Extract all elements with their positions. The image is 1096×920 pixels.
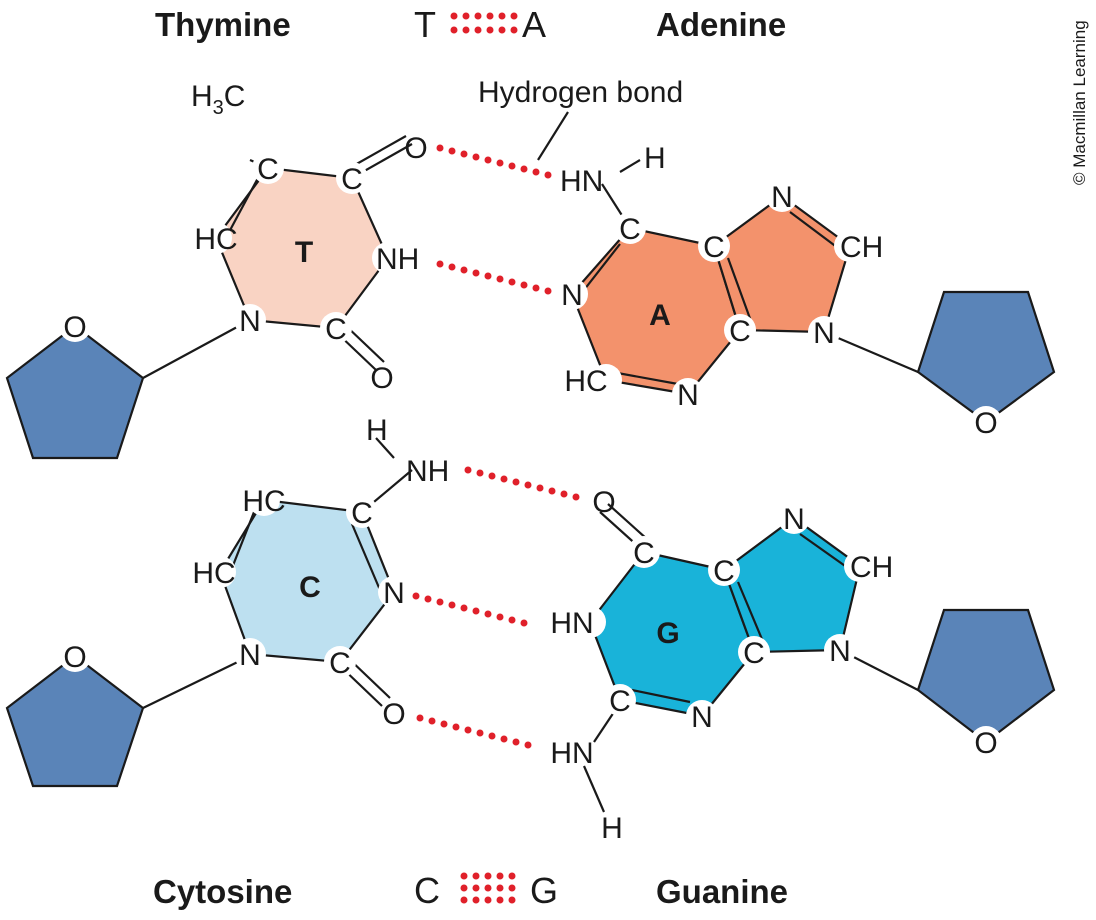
thymine-ring-label: T xyxy=(295,236,313,269)
adenine-n6-h: H xyxy=(644,142,666,175)
guanine-c4: C xyxy=(743,637,765,670)
adenine-n6: HN xyxy=(560,165,603,198)
sugar-oxygen: O xyxy=(63,311,86,344)
adenine-title: Adenine xyxy=(656,6,786,43)
guanine-n1: HN xyxy=(550,607,593,640)
cytosine-n4: NH xyxy=(406,455,449,488)
adenine-c6: C xyxy=(619,213,641,246)
sugar-thymine: O xyxy=(5,310,145,460)
adenine-n1: N xyxy=(561,279,583,312)
guanine-n9: N xyxy=(829,635,851,668)
adenine-c4: C xyxy=(729,315,751,348)
hbond-c-n3-g-n1 xyxy=(412,592,528,627)
adenine-ring-label: A xyxy=(649,299,671,332)
thymine-c5: C xyxy=(257,153,279,186)
guanine-n2-h: H xyxy=(601,812,623,845)
sugar-oxygen: O xyxy=(974,727,997,760)
hydrogen-bond-pointer xyxy=(537,111,569,161)
adenine-n3: N xyxy=(677,379,699,412)
adenine-n9: N xyxy=(813,317,835,350)
guanine-ring-label: G xyxy=(656,617,679,650)
guanine-title: Guanine xyxy=(656,873,788,910)
guanine-n2: HN xyxy=(550,737,593,770)
guanine-c5: C xyxy=(713,555,735,588)
thymine-o2: O xyxy=(370,362,393,395)
sugar-adenine: O xyxy=(916,290,1056,440)
thymine-molecule: T H3C C C HC NH N C O O xyxy=(142,80,428,395)
cytosine-c2: C xyxy=(329,647,351,680)
hbond-c-o2-g-n2 xyxy=(416,714,532,749)
cytosine-o2: O xyxy=(382,698,405,731)
thymine-title: Thymine xyxy=(155,6,291,43)
thymine-c4: C xyxy=(341,163,363,196)
cytosine-c6: HC xyxy=(192,557,235,590)
cytosine-n3: N xyxy=(383,577,405,610)
cytosine-n4-h: H xyxy=(366,414,388,447)
pair-letter-a: A xyxy=(522,4,546,45)
adenine-molecule: A C HN H N HC N C C N CH N xyxy=(556,142,919,412)
pair-letter-c: C xyxy=(414,870,440,911)
cytosine-ring-label: C xyxy=(299,571,321,604)
thymine-n3: NH xyxy=(376,243,419,276)
hbond-t-o4-a-n6 xyxy=(436,144,552,179)
thymine-n1: N xyxy=(239,305,261,338)
guanine-o6: O xyxy=(592,486,615,519)
guanine-molecule: G C O HN C HN H N C C N CH N xyxy=(550,486,919,845)
hbond-t-n3-a-n1 xyxy=(436,260,552,295)
cytosine-c4: C xyxy=(351,497,373,530)
adenine-c2: HC xyxy=(564,365,607,398)
thymine-o4: O xyxy=(404,132,427,165)
guanine-n3: N xyxy=(691,701,713,734)
cytosine-molecule: C C NH H HC HC N N C O xyxy=(142,414,449,731)
sugar-guanine: O xyxy=(916,608,1056,760)
guanine-n7: N xyxy=(783,503,805,536)
hydrogen-bonds xyxy=(412,144,580,749)
cytosine-c5: HC xyxy=(242,485,285,518)
adenine-c8: CH xyxy=(840,231,883,264)
thymine-c2: C xyxy=(325,313,347,346)
cytosine-title: Cytosine xyxy=(153,873,292,910)
hbond-c-n4-g-o6 xyxy=(464,466,580,501)
guanine-c6: C xyxy=(633,537,655,570)
sugar-oxygen: O xyxy=(63,641,86,674)
sugar-cytosine: O xyxy=(5,640,145,788)
sugar-oxygen: O xyxy=(974,407,997,440)
pair-letter-g: G xyxy=(530,870,558,911)
pair-hbond-dots-ta xyxy=(450,12,518,34)
cytosine-n1: N xyxy=(239,639,261,672)
thymine-methyl: H3C xyxy=(191,80,245,119)
hydrogen-bond-label: Hydrogen bond xyxy=(478,76,683,109)
copyright: © Macmillan Learning xyxy=(1070,20,1089,185)
adenine-c5: C xyxy=(703,231,725,264)
thymine-c6: HC xyxy=(194,223,237,256)
guanine-c8: CH xyxy=(850,551,893,584)
pair-hbond-dots-cg xyxy=(460,872,516,904)
guanine-c2: C xyxy=(609,685,631,718)
adenine-n7: N xyxy=(771,181,793,214)
pair-letter-t: T xyxy=(414,4,436,45)
